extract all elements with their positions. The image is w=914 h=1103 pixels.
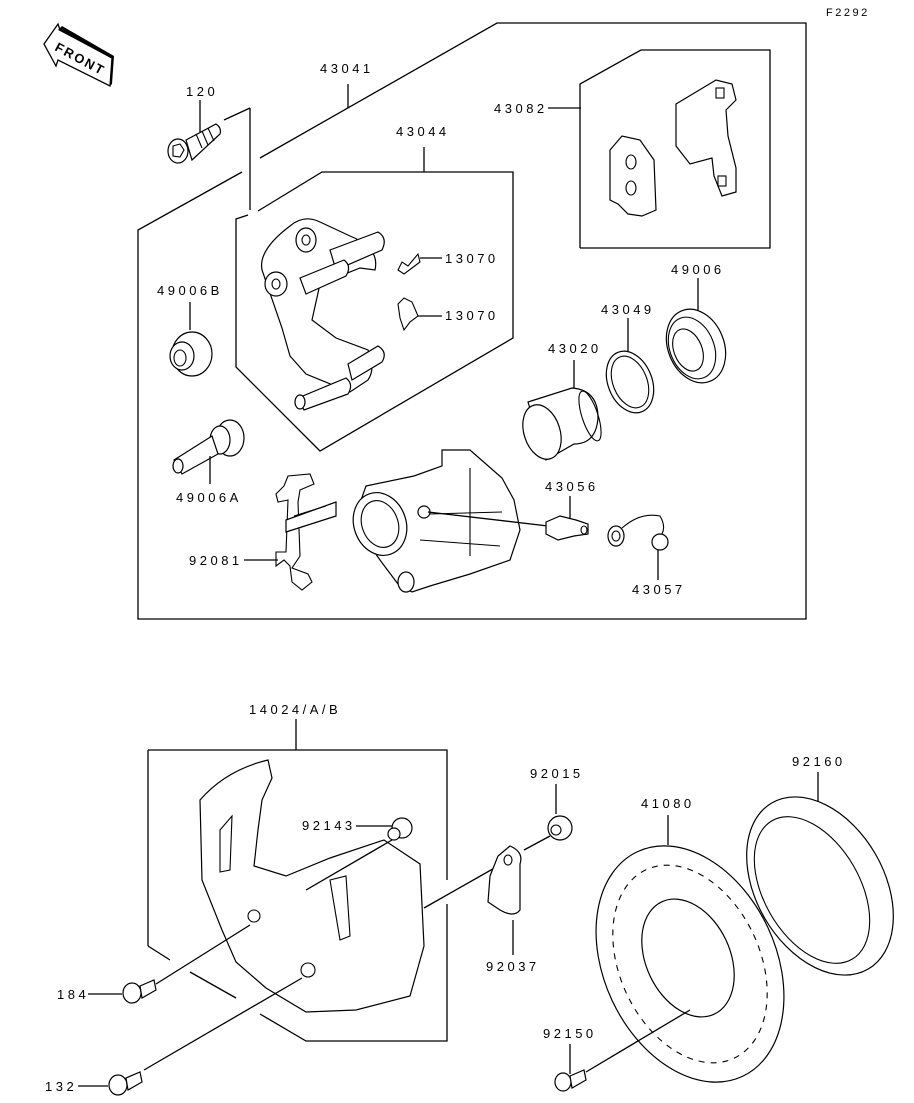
label-92081: 92081	[189, 553, 243, 568]
label-43057: 43057	[632, 582, 686, 597]
caliper-bracket-icon	[260, 218, 385, 411]
pad-spring-13070-lower-icon	[397, 297, 442, 332]
pad-spring-13070-upper-icon	[397, 252, 442, 275]
brake-pad-inner-icon	[609, 135, 657, 217]
disc-guard-outline	[147, 719, 499, 1042]
label-43044: 43044	[396, 124, 450, 139]
label-14024: 14024/A/B	[249, 702, 341, 717]
speedometer-ring-92160-icon	[746, 772, 894, 976]
label-43082: 43082	[494, 101, 548, 116]
piston-seal-icon	[605, 318, 655, 414]
bolt-132-icon	[78, 977, 303, 1096]
slide-pin-49006A-icon	[172, 419, 245, 484]
bolt-120-icon	[167, 100, 222, 164]
label-43049: 43049	[601, 302, 655, 317]
label-92160: 92160	[792, 754, 846, 769]
label-43041: 43041	[320, 61, 374, 76]
front-arrow-icon: FRONT	[43, 22, 114, 88]
brake-disc-icon	[585, 815, 785, 1083]
caliper-body-icon	[352, 449, 549, 593]
label-132: 132	[45, 1079, 77, 1094]
label-184: 184	[57, 987, 89, 1002]
label-43056: 43056	[545, 479, 599, 494]
dust-seal-icon	[665, 278, 727, 384]
label-43020: 43020	[548, 341, 602, 356]
caliper-assembly-outline	[137, 22, 807, 620]
pad-spring-92081-icon	[244, 473, 337, 591]
dust-boot-49006B-icon	[169, 302, 213, 377]
label-13070-lower: 13070	[445, 308, 499, 323]
piston-icon	[522, 360, 602, 461]
caliper-bracket-outline	[235, 147, 514, 452]
label-49006: 49006	[671, 262, 725, 277]
bolt-184-icon	[88, 924, 251, 1004]
nut-92015-icon	[547, 784, 573, 841]
brake-pads-outline	[548, 49, 771, 249]
bleeder-valve-icon	[545, 496, 589, 541]
brake-pad-outer-icon	[675, 79, 737, 197]
screw-92150-icon	[554, 1044, 587, 1092]
hose-clamp-92037-icon	[487, 835, 551, 955]
label-49006B: 49006B	[157, 283, 223, 298]
label-92150: 92150	[543, 1026, 597, 1041]
label-92143: 92143	[302, 818, 356, 833]
bleeder-cap-icon	[607, 514, 669, 580]
label-41080: 41080	[641, 796, 695, 811]
label-92037: 92037	[486, 959, 540, 974]
collar-92143-icon	[305, 817, 413, 891]
label-92015: 92015	[530, 766, 584, 781]
label-120: 120	[186, 84, 218, 99]
label-13070-upper: 13070	[445, 251, 499, 266]
diagram-code: F2292	[826, 7, 870, 19]
label-49006A: 49006A	[176, 490, 242, 505]
